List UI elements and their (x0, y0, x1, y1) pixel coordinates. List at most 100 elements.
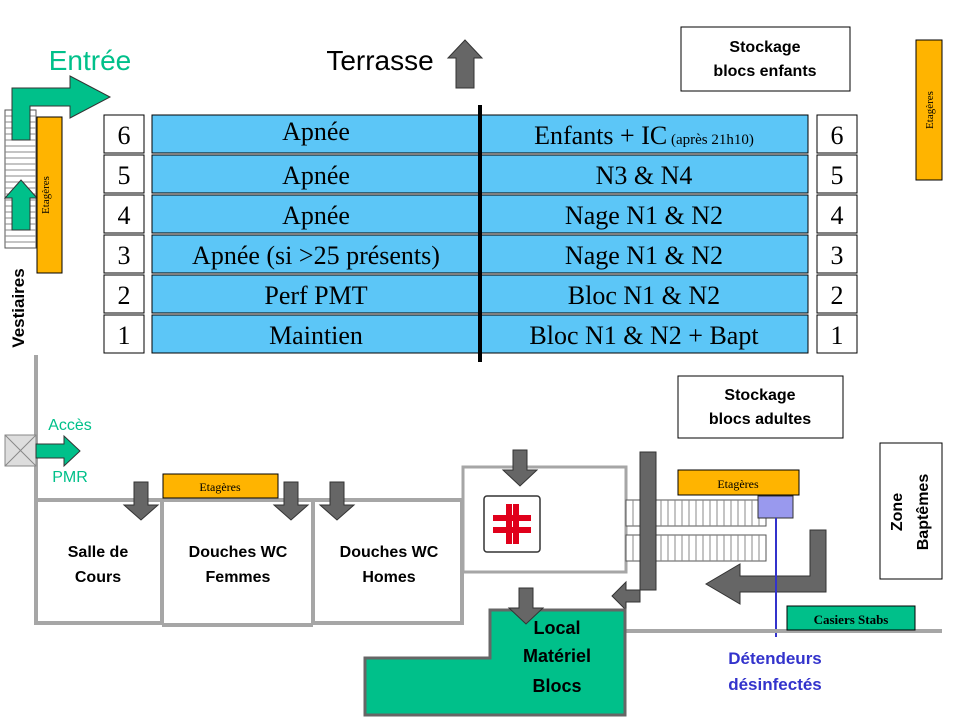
lane-right-half (479, 194, 809, 234)
pmr-label: PMR (52, 469, 88, 486)
svg-text:Etagères: Etagères (924, 91, 936, 129)
terrasse-label: Terrasse (326, 45, 433, 76)
casiers-stabs: Casiers Stabs (786, 605, 916, 631)
svg-text:Stockage: Stockage (729, 39, 800, 56)
svg-text:Etagères: Etagères (717, 477, 759, 491)
detendeurs-bin (757, 495, 794, 519)
lane-left-activity: Perf PMT (264, 281, 367, 310)
infirmerie-arrow-icon (501, 449, 539, 487)
lane-number-left: 3 (118, 241, 131, 270)
etageres-detendeurs: Etagères (677, 469, 800, 496)
svg-text:blocs enfants: blocs enfants (713, 63, 816, 80)
lane-number-left: 1 (118, 321, 131, 350)
svg-text:Blocs: Blocs (532, 676, 581, 696)
svg-text:Etagères: Etagères (199, 480, 241, 494)
lane-number-box-left (103, 234, 145, 274)
zone-baptemes-box: Zone Baptêmes (879, 442, 943, 580)
lane-left-half (151, 194, 481, 234)
vestiaire-up-arrow-icon (3, 179, 39, 231)
femmes-arrow-icon (272, 481, 310, 521)
lane-number-box-right (816, 314, 858, 354)
lane-left-activity: Apnée (282, 201, 350, 230)
svg-text:Etagères: Etagères (40, 176, 52, 214)
local-materiel-room: Local Matériel Blocs (363, 608, 627, 717)
lane-right-half (479, 154, 809, 194)
lane-left-activity: Apnée (282, 161, 350, 190)
lane-number-right: 3 (831, 241, 844, 270)
lane-number-left: 6 (118, 121, 131, 150)
local-materiel-arrow-icon (507, 587, 545, 625)
svg-text:Douches WC: Douches WC (340, 544, 439, 561)
lane-right-half (479, 314, 809, 354)
lane-number-right: 4 (831, 201, 844, 230)
lane-number-right: 5 (831, 161, 844, 190)
lane-left-activity: Maintien (269, 321, 363, 350)
lane-right-activity: Enfants + IC (après 21h10) (534, 121, 754, 150)
lane-number-left: 2 (118, 281, 131, 310)
lane-right-activity: Bloc N1 & N2 (568, 281, 720, 310)
lane-number-box-left (103, 154, 145, 194)
vestiaires-label: Vestiaires (9, 268, 28, 347)
svg-text:Douches WC: Douches WC (189, 544, 288, 561)
lane-number-box-right (816, 234, 858, 274)
lane-number-box-right (816, 154, 858, 194)
lane-left-activity: Apnée (si >25 présents) (192, 241, 440, 270)
lane-right-activity: Nage N1 & N2 (565, 241, 723, 270)
etageres-left-vertical: Etagères (36, 116, 63, 274)
lane-number-box-left (103, 274, 145, 314)
svg-text:désinfectés: désinfectés (728, 675, 822, 694)
lane-left-half (151, 274, 481, 314)
stockage-adultes-box: Stockage blocs adultes (677, 375, 844, 439)
lane-number-box-right (816, 194, 858, 234)
lane-left-activity: Apnée (282, 117, 350, 146)
acces-label: Accès (48, 417, 92, 434)
svg-text:Cours: Cours (75, 569, 121, 586)
lane-number-right: 6 (831, 121, 844, 150)
lane-number-right: 1 (831, 321, 844, 350)
svg-text:Détendeurs: Détendeurs (728, 649, 822, 668)
lane-right-activity: Nage N1 & N2 (565, 201, 723, 230)
lane-number-box-left (103, 314, 145, 354)
douches-femmes-label: Douches WC Femmes (189, 544, 288, 586)
svg-text:Matériel: Matériel (523, 646, 591, 666)
first-aid-icon (483, 495, 541, 553)
lane-row: 6 6 Apnée Enfants + IC (après 21h10) (103, 114, 858, 154)
lane-number-left: 4 (118, 201, 131, 230)
lane-row: 5 5 Apnée N3 & N4 (103, 154, 858, 194)
lane-note: (après 21h10) (667, 132, 754, 148)
svg-text:Femmes: Femmes (206, 569, 271, 586)
lane-left-half (151, 114, 481, 154)
stockage-enfants-box: Stockage blocs enfants (680, 26, 851, 92)
lane-number-box-left (103, 114, 145, 154)
svg-text:Stockage: Stockage (724, 387, 795, 404)
pmr-door-icon (4, 434, 37, 467)
svg-text:Homes: Homes (362, 569, 415, 586)
salle-arrow-icon (122, 481, 160, 521)
lane-right-half (479, 234, 809, 274)
etageres-douches: Etagères (162, 473, 279, 499)
materiel-flow-arrow-icon (611, 451, 657, 612)
svg-text:Casiers Stabs: Casiers Stabs (814, 612, 889, 627)
etageres-right-top: Etagères (915, 39, 943, 181)
svg-text:Local: Local (533, 618, 580, 638)
svg-text:Zone: Zone (889, 493, 906, 531)
lane-left-half (151, 234, 481, 274)
pmr-arrow-icon (35, 434, 81, 468)
lane-row: 3 3 Apnée (si >25 présents) Nage N1 & N2 (103, 234, 858, 274)
detendeurs-label: Détendeurs désinfectés (728, 649, 822, 694)
lane-row: 4 4 Apnée Nage N1 & N2 (103, 194, 858, 234)
svg-text:blocs adultes: blocs adultes (709, 411, 811, 428)
lane-number-box-right (816, 274, 858, 314)
salle-cours-label: Salle de Cours (68, 544, 129, 586)
lane-number-right: 2 (831, 281, 844, 310)
lane-left-half (151, 314, 481, 354)
lane-number-left: 5 (118, 161, 131, 190)
lane-right-half (479, 114, 809, 154)
lane-right-activity: N3 & N4 (596, 161, 693, 190)
entree-arrow-icon (11, 75, 112, 141)
lane-right-activity: Bloc N1 & N2 + Bapt (529, 321, 759, 350)
lane-left-half (151, 154, 481, 194)
douches-hommes-label: Douches WC Homes (340, 544, 439, 586)
